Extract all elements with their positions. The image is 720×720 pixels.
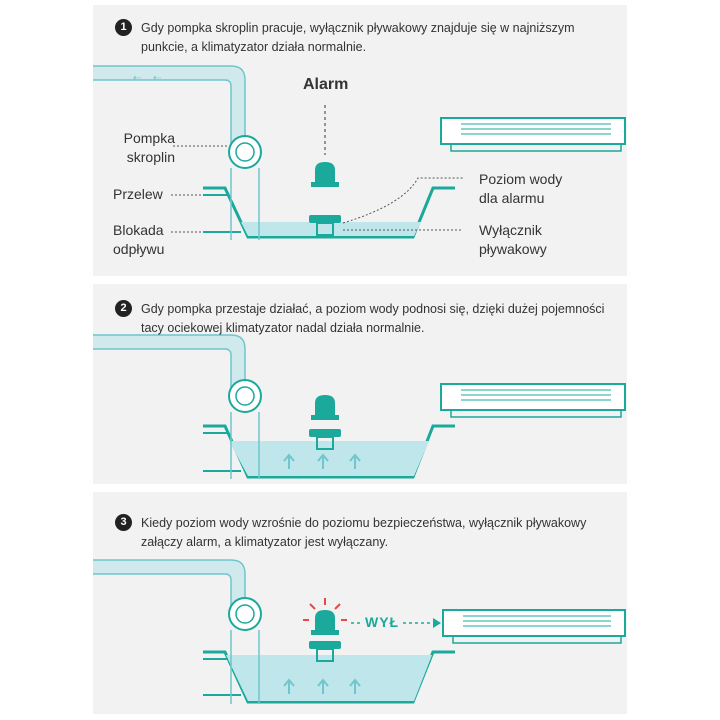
label-alarm: Alarm xyxy=(303,76,349,93)
panel-step-1: ⇠ ⇠ 1 Gdy pompka skroplin pracuje, wyłąc… xyxy=(93,5,627,276)
label-alarm-level: Poziom wody dla alarmu xyxy=(479,171,563,206)
step-number-3: 3 xyxy=(115,514,132,531)
step-caption-3: Kiedy poziom wody wzrośnie do poziomu be… xyxy=(141,516,587,549)
panel-step-3: 3 Kiedy poziom wody wzrośnie do poziomu … xyxy=(93,492,627,714)
step-number-1: 1 xyxy=(115,19,132,36)
panel-step-2: 2 Gdy pompka przestaje działać, a poziom… xyxy=(93,284,627,484)
svg-text:⇠: ⇠ xyxy=(133,73,142,84)
step-caption-2: Gdy pompka przestaje działać, a poziom w… xyxy=(141,302,605,335)
diagram-step-3 xyxy=(93,559,626,704)
label-pump: Pompka skroplin xyxy=(123,130,175,165)
label-overflow: Przelew xyxy=(113,186,163,202)
step-caption-1: Gdy pompka skroplin pracuje, wyłącznik p… xyxy=(141,21,575,54)
label-float-switch: Wyłącznik pływakowy xyxy=(479,222,547,257)
label-off: WYŁ xyxy=(365,614,400,630)
label-drain-block: Blokada odpływu xyxy=(113,222,165,257)
step-number-2: 2 xyxy=(115,300,132,317)
diagram-step-2 xyxy=(93,334,626,479)
diagram-step-1: ⇠ ⇠ xyxy=(93,65,626,240)
svg-text:⇠: ⇠ xyxy=(153,73,162,84)
